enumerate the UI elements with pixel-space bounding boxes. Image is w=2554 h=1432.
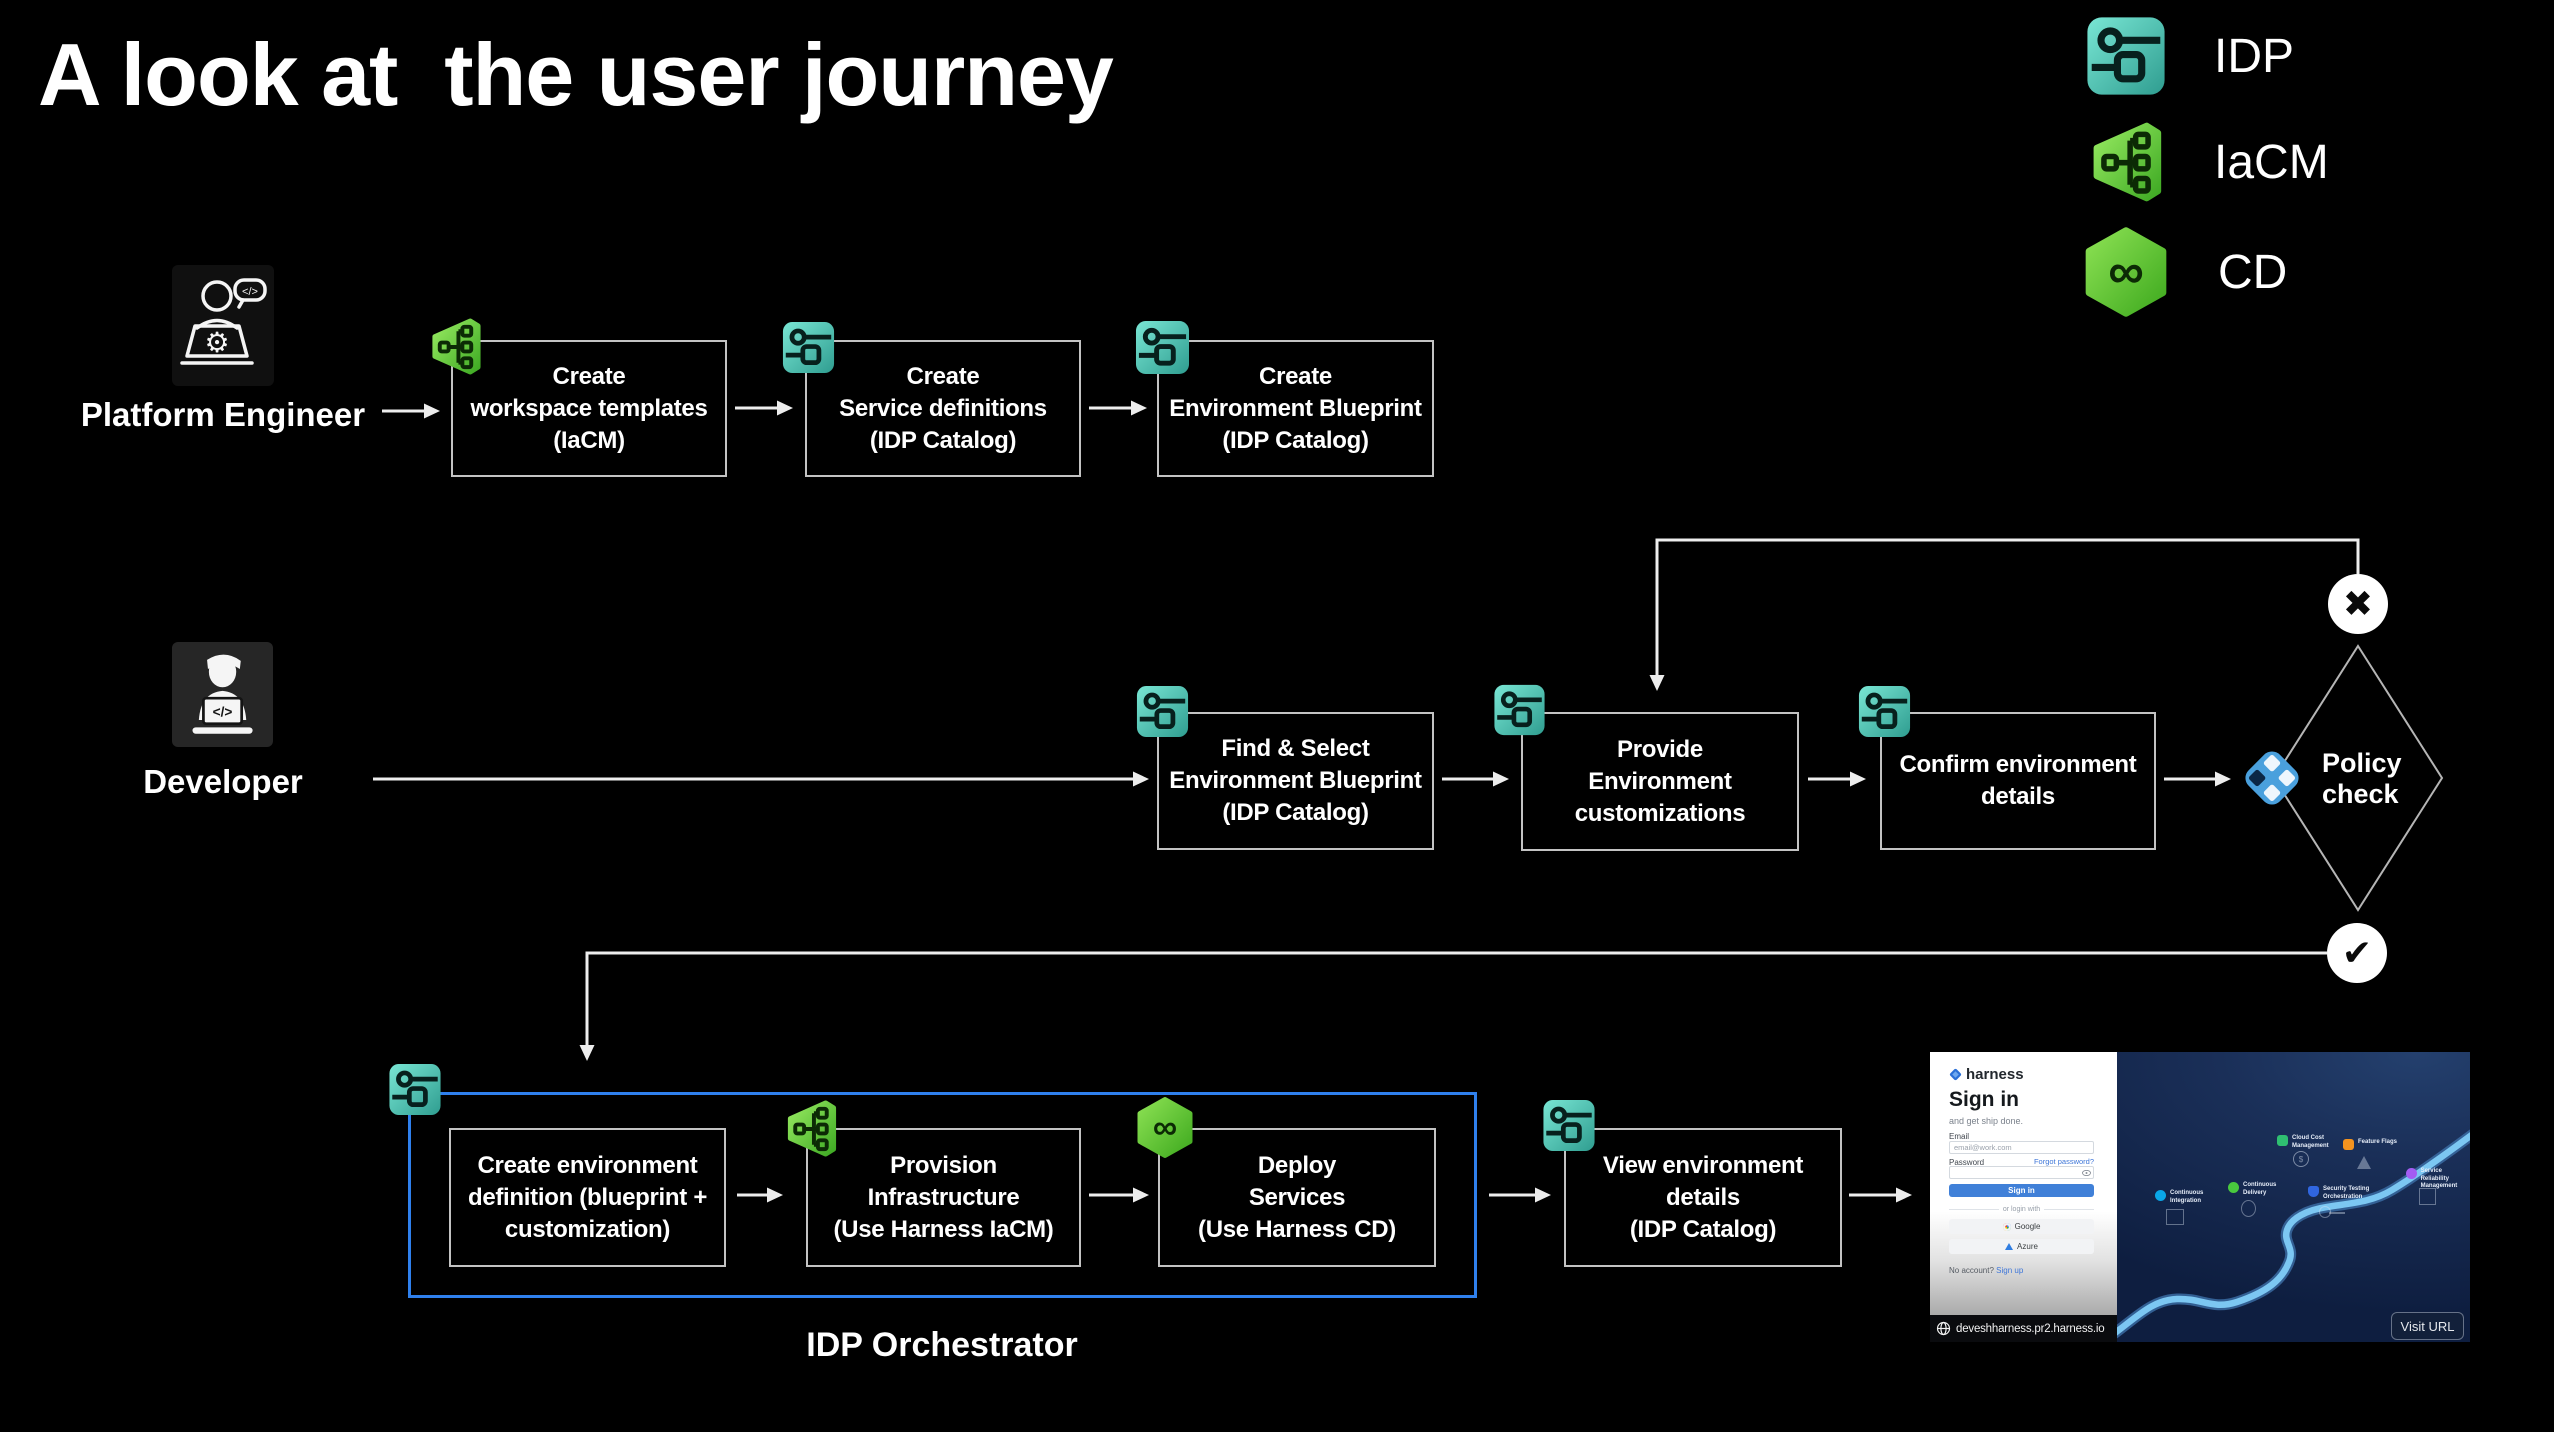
svg-text:</>: </> (242, 286, 258, 298)
developer-avatar: </> (172, 642, 273, 747)
legend-label: IaCM (2214, 135, 2329, 189)
sto-ghost-key (2329, 1212, 2345, 1214)
harness-signin-screenshot: Continuous Integration Continuous Delive… (1930, 1052, 2470, 1342)
product-marker-srm: Service Reliability Management (2406, 1168, 2470, 1191)
azure-icon (2005, 1243, 2014, 1250)
developer-laptop-icon: </> (191, 654, 253, 734)
step-create-service-definitions: Create Service definitions (IDP Catalog) (805, 340, 1081, 477)
google-icon (2002, 1222, 2011, 1231)
eye-icon[interactable] (2082, 1170, 2091, 1176)
svg-text:</>: </> (212, 704, 232, 719)
harness-logo: harness (1949, 1066, 2024, 1083)
idp-orchestrator-container (408, 1092, 1477, 1298)
step-deploy-services: Deploy Services (Use Harness CD) (1158, 1128, 1436, 1267)
cd-ghost-icon (2241, 1200, 2256, 1217)
srm-icon (2406, 1168, 2417, 1179)
legend-item-cd: ∞ CD (2082, 220, 2287, 324)
idp-icon (2087, 17, 2165, 95)
ff-icon (2343, 1139, 2354, 1150)
step-provision-infrastructure: Provision Infrastructure (Use Harness Ia… (806, 1128, 1081, 1267)
legend-label: CD (2218, 245, 2288, 299)
google-login-button[interactable]: Google (1949, 1219, 2094, 1234)
password-field[interactable] (1949, 1166, 2094, 1179)
signin-panel: harness Sign in and get ship done. Email… (1930, 1052, 2117, 1342)
idp-orchestrator-label: IDP Orchestrator (806, 1326, 1078, 1364)
iacm-icon (2093, 122, 2162, 202)
platform-engineer-avatar: </> ⚙ (172, 265, 274, 386)
product-marker-ci: Continuous Integration (2155, 1190, 2203, 1205)
platform-engineer-label: Platform Engineer (80, 396, 366, 433)
url-bar: deveshharness.pr2.harness.io (1930, 1315, 2117, 1342)
legend-label: IDP (2214, 29, 2295, 83)
cd-icon (2228, 1182, 2239, 1193)
policy-fail-icon: ✖ (2328, 574, 2388, 634)
visit-url-button[interactable]: Visit URL (2391, 1312, 2464, 1340)
forgot-password-link[interactable]: Forgot password? (2033, 1157, 2094, 1166)
policy-check-label: Policy check (2322, 748, 2402, 809)
page-title: A look at the user journey (38, 25, 1114, 124)
ff-ghost-icon (2357, 1156, 2371, 1169)
signin-button[interactable]: Sign in (1949, 1184, 2094, 1197)
svg-text:∞: ∞ (2108, 243, 2144, 299)
signin-tagline: and get ship done. (1949, 1116, 2024, 1126)
step-view-environment-details: View environment details (IDP Catalog) (1564, 1128, 1842, 1267)
journey-road (2117, 1129, 2470, 1339)
product-marker-sto: Security Testing Orchestration (2308, 1186, 2369, 1201)
ci-ghost-icon (2166, 1209, 2184, 1225)
oauth-divider: or login with (1949, 1206, 2094, 1213)
azure-login-button[interactable]: Azure (1949, 1239, 2094, 1254)
step-confirm-environment-details: Confirm environment details (1880, 712, 2156, 850)
sto-ghost-icon (2319, 1206, 2331, 1218)
svg-text:⚙: ⚙ (204, 327, 229, 358)
ccm-icon (2277, 1135, 2288, 1146)
product-marker-ccm: Cloud Cost Management (2277, 1135, 2329, 1150)
product-marker-cd: Continuous Delivery (2228, 1182, 2276, 1197)
legend-item-iacm: IaCM (2086, 112, 2329, 212)
email-label: Email (1949, 1132, 1970, 1141)
globe-icon (1936, 1321, 1951, 1336)
signup-link[interactable]: Sign up (1996, 1266, 2024, 1275)
decision-diamond (2272, 644, 2444, 912)
policy-pass-icon: ✔ (2327, 923, 2387, 983)
srm-ghost-icon (2419, 1188, 2436, 1205)
cd-icon: ∞ (2085, 227, 2167, 317)
ccm-ghost-icon: $ (2293, 1151, 2309, 1167)
policy-check-icon (2243, 749, 2301, 812)
developer-label: Developer (143, 763, 303, 800)
signin-illustration: Continuous Integration Continuous Delive… (2117, 1052, 2470, 1342)
url-text: deveshharness.pr2.harness.io (1956, 1322, 2105, 1335)
signin-heading: Sign in (1949, 1088, 2019, 1111)
engineer-laptop-icon: </> ⚙ (180, 277, 267, 365)
email-field[interactable] (1949, 1141, 2094, 1154)
step-create-environment-blueprint: Create Environment Blueprint (IDP Catalo… (1157, 340, 1434, 477)
step-create-environment-definition: Create environment definition (blueprint… (449, 1128, 726, 1267)
step-create-workspace-templates: Create workspace templates (IaCM) (451, 340, 727, 477)
no-account-text: No account? Sign up (1949, 1266, 2024, 1275)
harness-gem-icon (1949, 1068, 1962, 1081)
ci-icon (2155, 1190, 2166, 1201)
sto-icon (2308, 1186, 2319, 1197)
password-label: Password (1949, 1158, 1985, 1167)
step-provide-customizations: Provide Environment customizations (1521, 712, 1799, 851)
product-marker-ff: Feature Flags (2343, 1139, 2397, 1150)
step-find-select-blueprint: Find & Select Environment Blueprint (IDP… (1157, 712, 1434, 850)
legend-item-idp: IDP (2086, 8, 2294, 104)
